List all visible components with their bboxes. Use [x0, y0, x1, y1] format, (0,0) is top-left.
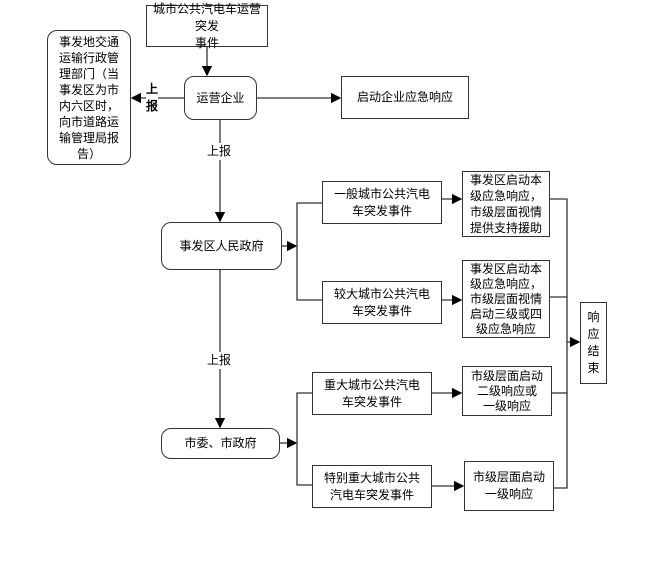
- node-district-gov: 事发区人民政府: [161, 222, 282, 270]
- collector-line: [550, 198, 568, 489]
- node-enterprise-response: 启动企业应急响应: [341, 76, 469, 119]
- node-major-response: 市级层面启动 二级响应或 一级响应: [462, 366, 552, 416]
- node-especially-major-event: 特别重大城市公共 汽电车突发事件: [312, 465, 432, 508]
- node-larger-response: 事发区启动本 级应急响应， 市级层面视情 启动三级或四 级应急响应: [462, 260, 550, 338]
- node-general-response: 事发区启动本 级应急响应， 市级层面视情 提供支持援助: [462, 171, 550, 237]
- node-end: 响 应 结 束: [580, 302, 607, 384]
- label-report-down2: 上报: [207, 352, 232, 369]
- node-especially-major-response: 市级层面启动 一级响应: [464, 461, 554, 511]
- branch-district: [296, 202, 322, 301]
- node-city-gov: 市委、市政府: [161, 428, 280, 459]
- node-transport-dept: 事发地交通 运输行政管 理部门（当 事发区为市 内六区时， 向市道路运 输管理局…: [47, 30, 131, 165]
- node-larger-event: 较大城市公共汽电 车突发事件: [322, 281, 442, 324]
- branch-city: [296, 392, 312, 486]
- node-general-event: 一般城市公共汽电 车突发事件: [322, 181, 442, 224]
- node-operator: 运营企业: [184, 76, 257, 120]
- label-report-left: 上 报: [146, 81, 159, 115]
- node-major-event: 重大城市公共汽电 车突发事件: [312, 372, 432, 415]
- label-report-down1: 上报: [207, 143, 232, 160]
- node-event: 城市公共汽电车运营突发 事件: [146, 2, 268, 50]
